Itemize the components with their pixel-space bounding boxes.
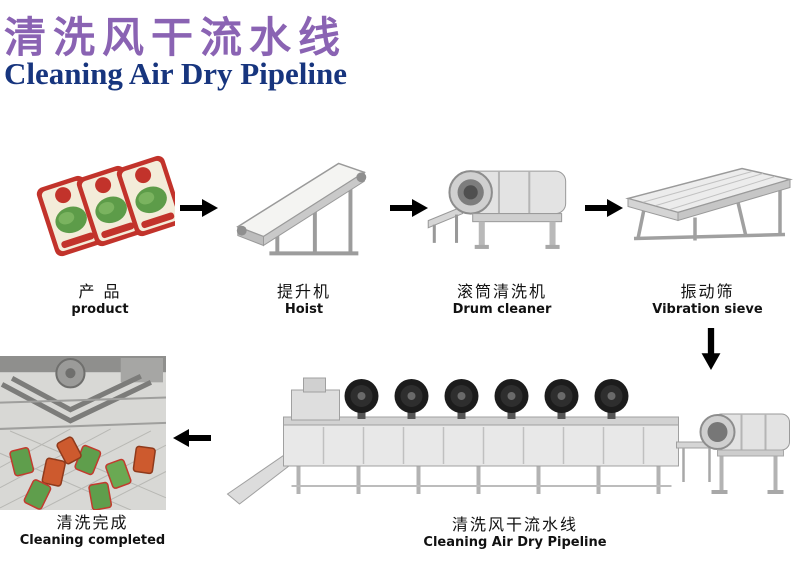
product-label-cn: 产 品 — [78, 282, 122, 301]
arrow-right-icon — [390, 198, 428, 218]
arrow-down-icon — [700, 328, 722, 370]
drum-cleaner-image — [426, 158, 578, 254]
product-label-en: product — [71, 302, 129, 318]
pipeline-machine-image — [210, 364, 798, 514]
arrow-right-icon — [180, 198, 218, 218]
arrow-left-icon — [172, 428, 212, 448]
arrow-right-icon — [585, 198, 623, 218]
pipeline-label-en: Cleaning Air Dry Pipeline — [423, 535, 607, 551]
vibration-sieve-image — [620, 160, 795, 250]
page-title-chinese: 清洗风干流水线 — [4, 13, 348, 62]
drum-cleaner-caption: 滚筒清洗机 Drum cleaner — [426, 282, 578, 318]
cleaning-completed-photo — [0, 356, 166, 510]
vibration-sieve-label-cn: 振动筛 — [680, 282, 735, 301]
hoist-label-en: Hoist — [284, 302, 324, 318]
hoist-caption: 提升机 Hoist — [220, 282, 388, 318]
product-caption: 产 品 product — [25, 282, 175, 318]
pipeline-caption: 清洗风干流水线 Cleaning Air Dry Pipeline — [310, 515, 720, 551]
page-title-english: Cleaning Air Dry Pipeline — [4, 56, 348, 91]
pipeline-label-cn: 清洗风干流水线 — [451, 515, 578, 534]
hoist-machine-image — [220, 140, 388, 262]
cleaning-completed-label-en: Cleaning completed — [19, 533, 166, 549]
drum-cleaner-label-en: Drum cleaner — [452, 302, 552, 318]
vibration-sieve-label-en: Vibration sieve — [652, 302, 763, 318]
cleaning-completed-label-cn: 清洗完成 — [56, 513, 129, 532]
vibration-sieve-caption: 振动筛 Vibration sieve — [620, 282, 795, 318]
hoist-label-cn: 提升机 — [276, 282, 331, 301]
product-packets-image — [25, 146, 175, 264]
cleaning-completed-caption: 清洗完成 Cleaning completed — [5, 513, 180, 549]
drum-cleaner-label-cn: 滚筒清洗机 — [456, 282, 547, 301]
